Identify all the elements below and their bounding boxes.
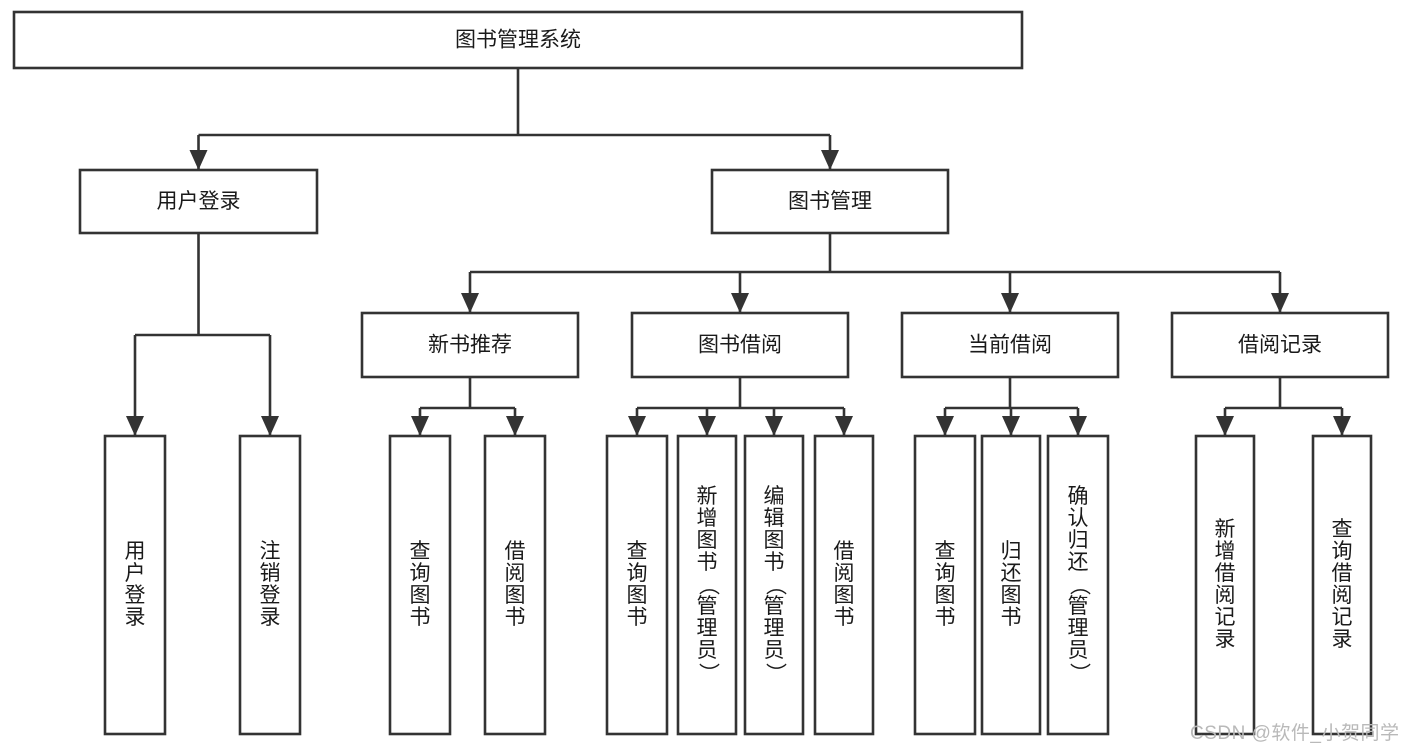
node-box-book-borrow[interactable] bbox=[630, 311, 850, 379]
node-box-borrow-record[interactable] bbox=[1170, 311, 1390, 379]
node-box-leaf-add-record[interactable] bbox=[1194, 434, 1256, 736]
arrow-head-icon bbox=[1333, 416, 1351, 436]
node-label-current-borrow: 当前借阅 bbox=[968, 334, 1052, 357]
node-box-user-login[interactable] bbox=[78, 168, 319, 235]
arrow-head-icon bbox=[261, 416, 279, 436]
node-label-borrow-record: 借阅记录 bbox=[1238, 334, 1322, 357]
arrow-head-icon bbox=[835, 416, 853, 436]
arrow-head-icon bbox=[936, 416, 954, 436]
arrow-head-icon bbox=[411, 416, 429, 436]
arrow-head-icon bbox=[1069, 416, 1087, 436]
node-box-current-borrow[interactable] bbox=[900, 311, 1120, 379]
node-box-leaf-confirm-return[interactable] bbox=[1046, 434, 1110, 736]
node-box-leaf-borrow-book[interactable] bbox=[813, 434, 875, 736]
node-box-new-book-recommend[interactable] bbox=[360, 311, 580, 379]
node-box-layer bbox=[12, 10, 1390, 736]
node-box-book-manage[interactable] bbox=[710, 168, 950, 235]
arrow-head-icon bbox=[126, 416, 144, 436]
arrow-head-icon bbox=[506, 416, 524, 436]
node-box-leaf-add-book[interactable] bbox=[676, 434, 738, 736]
node-box-leaf-query-book-rec[interactable] bbox=[388, 434, 452, 736]
node-label-root: 图书管理系统 bbox=[455, 29, 581, 52]
node-box-leaf-user-login[interactable] bbox=[103, 434, 167, 736]
node-label-book-manage: 图书管理 bbox=[788, 190, 872, 213]
arrow-head-icon bbox=[461, 293, 479, 313]
arrow-head-icon bbox=[628, 416, 646, 436]
node-label-book-borrow: 图书借阅 bbox=[698, 334, 782, 357]
node-box-leaf-query-book-borrow[interactable] bbox=[605, 434, 669, 736]
node-box-leaf-borrow-book-rec[interactable] bbox=[483, 434, 547, 736]
node-box-leaf-query-record[interactable] bbox=[1311, 434, 1373, 736]
connector-layer bbox=[126, 68, 1351, 436]
arrow-head-icon bbox=[1271, 293, 1289, 313]
node-box-root[interactable] bbox=[12, 10, 1024, 70]
node-label-new-book-recommend: 新书推荐 bbox=[428, 334, 512, 357]
node-box-leaf-query-book-cur[interactable] bbox=[913, 434, 977, 736]
arrow-head-icon bbox=[1001, 293, 1019, 313]
arrow-head-icon bbox=[765, 416, 783, 436]
arrow-head-icon bbox=[698, 416, 716, 436]
node-label-user-login: 用户登录 bbox=[157, 190, 241, 213]
node-box-leaf-return-book[interactable] bbox=[980, 434, 1042, 736]
arrow-head-icon bbox=[1216, 416, 1234, 436]
arrow-head-icon bbox=[821, 150, 839, 170]
node-box-leaf-edit-book[interactable] bbox=[743, 434, 805, 736]
arrow-head-icon bbox=[731, 293, 749, 313]
arrow-head-icon bbox=[189, 150, 208, 170]
csdn-watermark: CSDN @软件_小贺同学 bbox=[1190, 723, 1400, 744]
node-box-leaf-logout[interactable] bbox=[238, 434, 302, 736]
arrow-head-icon bbox=[1002, 416, 1020, 436]
